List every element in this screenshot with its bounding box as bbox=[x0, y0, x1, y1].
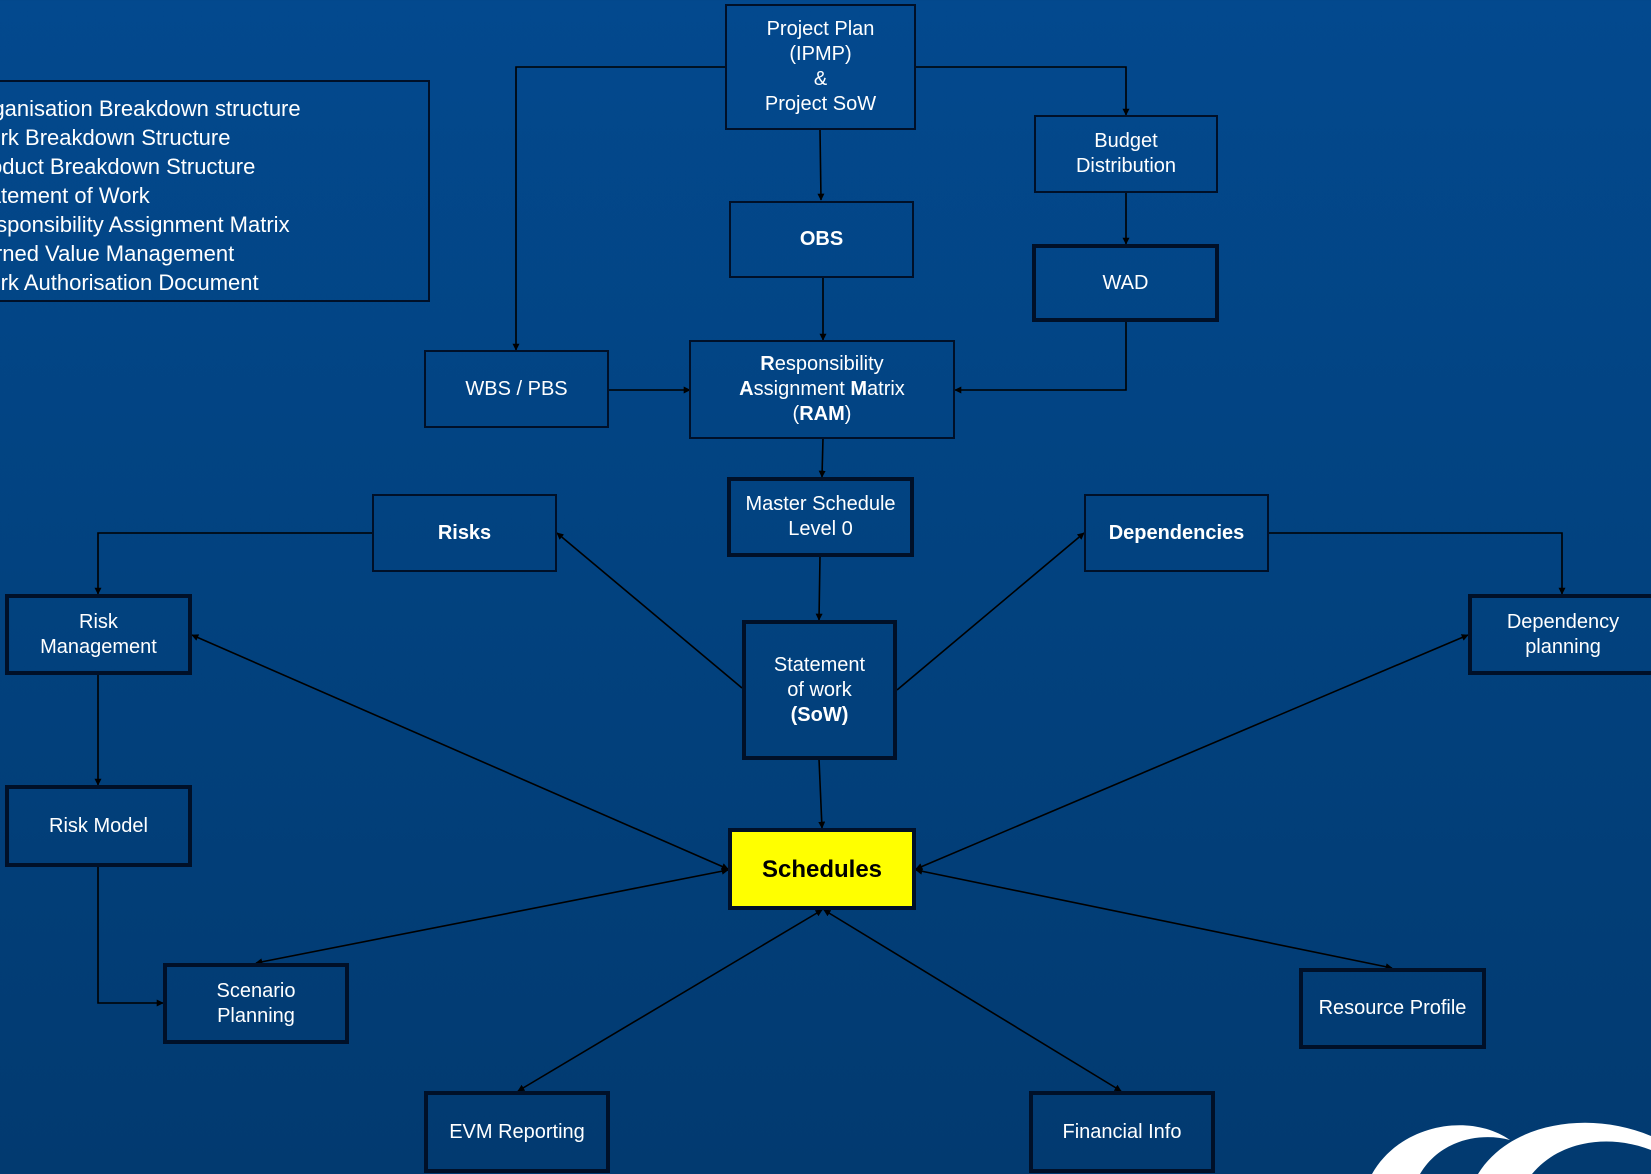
connector-riskmgmt-schedules bbox=[191, 634, 729, 870]
legend-item: Statement of Work bbox=[0, 183, 150, 208]
node-label: Dependency bbox=[1506, 610, 1620, 633]
node-label: Master Schedule bbox=[745, 493, 896, 515]
connector-financial-schedules bbox=[823, 909, 1122, 1092]
node-wad: WAD bbox=[1032, 244, 1219, 322]
legend-item: Responsibility Assignment Matrix bbox=[0, 212, 290, 237]
node-label: & bbox=[813, 68, 828, 90]
connector-master-sow bbox=[815, 555, 823, 621]
node-label: (SoW) bbox=[790, 703, 849, 726]
node-project-plan: Project Plan (IPMP) & Project SoW bbox=[725, 4, 916, 130]
node-scenario-planning: Scenario Planning bbox=[163, 963, 349, 1044]
node-financial-info: Financial Info bbox=[1029, 1091, 1215, 1173]
node-risk-model: Risk Model bbox=[5, 785, 192, 867]
connector-ram-master bbox=[818, 437, 826, 478]
node-label: Planning bbox=[217, 1004, 295, 1027]
connector-wad-ram bbox=[954, 320, 1127, 394]
node-label-line-3: (RAM) bbox=[793, 402, 852, 427]
node-label-part: atrix bbox=[867, 378, 905, 400]
node-ram: Responsibility Assignment Matrix (RAM) bbox=[689, 340, 955, 439]
connector-plan-budget bbox=[915, 66, 1130, 116]
node-label-line-2: Assignment Matrix bbox=[739, 377, 905, 402]
node-label-part: ) bbox=[844, 403, 852, 425]
node-obs: OBS bbox=[729, 201, 914, 278]
node-label: Risk bbox=[79, 610, 118, 633]
legend-item: Earned Value Management bbox=[0, 241, 235, 266]
logo bbox=[1372, 1122, 1651, 1174]
node-label: of work bbox=[787, 678, 852, 701]
node-budget-distribution: Budget Distribution bbox=[1034, 115, 1218, 193]
node-resource-profile: Resource Profile bbox=[1299, 968, 1486, 1049]
connector-plan-wbs bbox=[512, 66, 725, 351]
node-label: Resource Profile bbox=[1318, 997, 1467, 1019]
node-statement-of-work: Statement of work (SoW) bbox=[742, 620, 897, 760]
connector-sow-dependencies bbox=[896, 532, 1085, 691]
node-label: Management bbox=[40, 635, 157, 658]
connector-sow-schedules bbox=[818, 758, 826, 829]
node-label-part: esponsibility bbox=[774, 353, 884, 375]
node-risk-management: Risk Management bbox=[5, 594, 192, 675]
node-label-part: ( bbox=[792, 403, 800, 425]
node-label: Risk Model bbox=[49, 814, 148, 837]
node-label-initial: M bbox=[850, 378, 868, 400]
node-label: WBS / PBS bbox=[465, 377, 568, 400]
logo-arc-left bbox=[1372, 1125, 1510, 1174]
connector-plan-obs bbox=[817, 129, 825, 201]
node-label: (IPMP) bbox=[789, 43, 852, 65]
node-dependencies: Dependencies bbox=[1084, 494, 1269, 572]
logo-arc-right bbox=[1478, 1122, 1651, 1174]
node-label-part: ssignment bbox=[753, 378, 851, 400]
node-dependency-planning: Dependency planning bbox=[1468, 594, 1651, 675]
node-label: planning bbox=[1525, 635, 1601, 658]
node-label: Project Plan bbox=[766, 18, 875, 40]
abbreviation-legend: Organisation Breakdown structure Work Br… bbox=[0, 80, 430, 302]
node-label: Project SoW bbox=[764, 93, 877, 115]
node-label: Level 0 bbox=[788, 518, 853, 540]
node-label: WAD bbox=[1102, 271, 1149, 294]
node-label: Statement bbox=[773, 653, 866, 676]
node-label: Risks bbox=[437, 521, 492, 544]
connector-sow-risks bbox=[556, 532, 743, 689]
connector-risks-riskmgmt bbox=[94, 532, 372, 595]
node-label: Financial Info bbox=[1062, 1120, 1182, 1143]
node-risks: Risks bbox=[372, 494, 557, 572]
node-label-acronym: RAM bbox=[799, 403, 845, 425]
node-label-initial: A bbox=[739, 378, 754, 400]
node-label-line-1: Responsibility bbox=[760, 352, 883, 377]
node-label: Dependencies bbox=[1108, 521, 1245, 544]
node-label-initial: R bbox=[760, 353, 775, 375]
connector-deplanning-schedules bbox=[915, 634, 1469, 870]
node-wbs-pbs: WBS / PBS bbox=[424, 350, 609, 428]
node-label: Budget bbox=[1094, 130, 1158, 152]
connector-evm-schedules bbox=[517, 909, 823, 1092]
legend-item: Work Breakdown Structure bbox=[0, 125, 231, 150]
connector-riskmodel-scenario bbox=[97, 866, 164, 1007]
node-label: EVM Reporting bbox=[449, 1120, 585, 1143]
node-schedules: Schedules bbox=[728, 828, 916, 910]
legend-item: Organisation Breakdown structure bbox=[0, 96, 301, 121]
connector-dependencies-deplanning bbox=[1268, 532, 1566, 595]
node-evm-reporting: EVM Reporting bbox=[424, 1091, 610, 1173]
node-label: Schedules bbox=[761, 855, 883, 883]
node-label: Distribution bbox=[1075, 155, 1177, 177]
node-label: OBS bbox=[799, 228, 844, 250]
legend-item: Work Authorisation Document bbox=[0, 270, 259, 295]
connector-scenario-schedules bbox=[255, 867, 729, 966]
node-master-schedule: Master Schedule Level 0 bbox=[727, 477, 914, 557]
legend-item: Product Breakdown Structure bbox=[0, 154, 256, 179]
connector-resource-schedules bbox=[915, 867, 1393, 971]
node-label: Scenario bbox=[216, 979, 296, 1002]
